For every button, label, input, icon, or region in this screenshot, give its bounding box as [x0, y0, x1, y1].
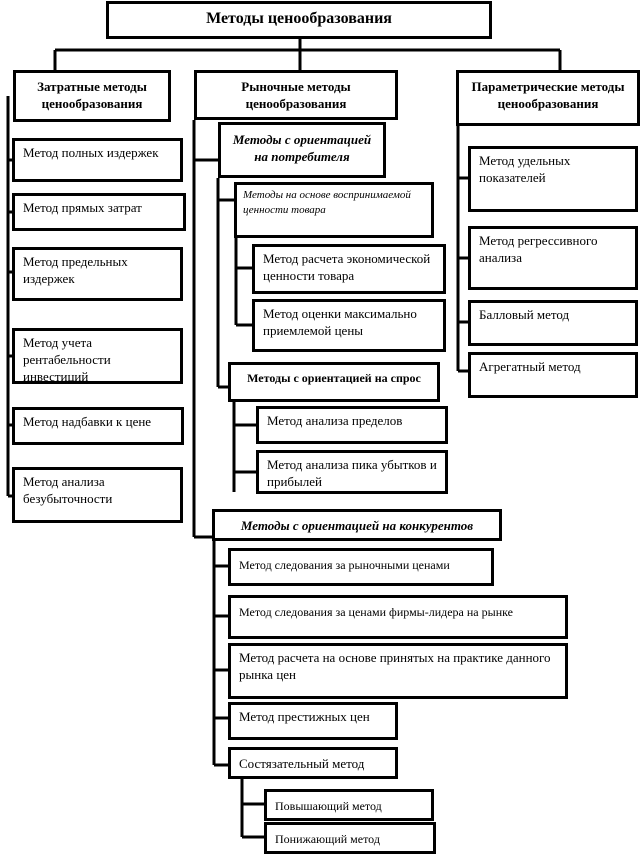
competitor-method-item: Метод престижных цен [228, 702, 398, 740]
cost-method-item: Метод предельных издержек [12, 247, 183, 301]
demand-item: Метод анализа пика убытков и прибылей [256, 450, 448, 494]
cost-methods-header: Затратные методы ценообразования [13, 70, 171, 122]
market-methods-header: Рыночные методы ценообразования [194, 70, 398, 120]
demand-oriented-header: Методы с ориентацией на спрос [228, 362, 440, 402]
tender-method-item: Понижающий метод [264, 822, 436, 854]
cost-method-item: Метод анализа безубыточности [12, 467, 183, 523]
cost-method-item: Метод прямых затрат [12, 193, 186, 231]
parametric-method-item: Метод удельных показателей [468, 146, 638, 212]
root-node: Методы ценообразования [106, 1, 492, 39]
tender-method-item: Повышающий метод [264, 789, 434, 821]
competitor-oriented-header: Методы с ориентацией на конкурентов [212, 509, 502, 541]
parametric-method-item: Агрегатный метод [468, 352, 638, 398]
competitor-method-item: Состязательный метод [228, 747, 398, 779]
cost-method-item: Метод учета рентабельности инвестиций [12, 328, 183, 384]
cost-method-item: Метод полных издержек [12, 138, 183, 182]
consumer-oriented-header: Методы с ориентацией на потребителя [218, 122, 386, 178]
perceived-value-header: Методы на основе воспринимаемой ценности… [234, 182, 434, 238]
demand-item: Метод анализа пределов [256, 406, 448, 444]
perceived-value-item: Метод расчета экономической ценности тов… [252, 244, 446, 294]
parametric-methods-header: Параметрические методы ценообразования [456, 70, 640, 126]
parametric-method-item: Метод регрессивного анализа [468, 226, 638, 290]
cost-method-item: Метод надбавки к цене [12, 407, 184, 445]
competitor-method-item: Метод следования за ценами фирмы-лидера … [228, 595, 568, 639]
perceived-value-item: Метод оценки максимально приемлемой цены [252, 299, 446, 352]
competitor-method-item: Метод расчета на основе принятых на прак… [228, 643, 568, 699]
competitor-method-item: Метод следования за рыночными ценами [228, 548, 494, 586]
parametric-method-item: Балловый метод [468, 300, 638, 346]
